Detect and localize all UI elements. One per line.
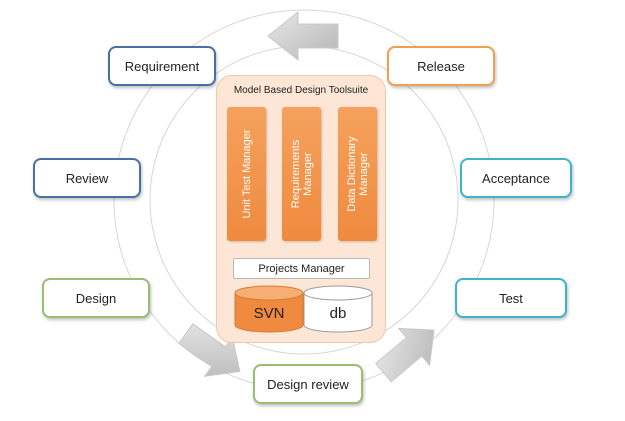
requirements-manager-label: Requirements Manager	[289, 139, 314, 209]
test-label: Test	[499, 290, 523, 306]
db-repository: db	[303, 285, 373, 333]
projects-manager: Projects Manager	[233, 258, 370, 279]
arrow-down-right-icon	[178, 323, 241, 377]
unit-test-manager-tool: Unit Test Manager	[227, 107, 266, 241]
acceptance-label: Acceptance	[482, 170, 550, 186]
acceptance-stage: Acceptance	[460, 158, 572, 198]
db-label: db	[329, 305, 347, 322]
review-stage: Review	[33, 158, 141, 198]
arrow-left-icon	[267, 10, 339, 62]
db-cylinder-icon	[303, 285, 373, 333]
requirement-stage: Requirement	[108, 46, 216, 86]
design-review-stage: Design review	[253, 364, 363, 404]
data-dictionary-manager-tool: Data Dictionary Manager	[338, 107, 377, 241]
data-dictionary-manager-label: Data Dictionary Manager	[345, 136, 370, 212]
release-stage: Release	[387, 46, 495, 86]
unit-test-manager-label: Unit Test Manager	[240, 129, 253, 219]
release-label: Release	[417, 58, 465, 74]
design-review-label: Design review	[267, 376, 349, 392]
toolsuite-title: Model Based Design Toolsuite	[233, 85, 369, 96]
arrow-up-right-icon	[375, 327, 435, 383]
projects-manager-label: Projects Manager	[258, 262, 345, 275]
svn-cylinder-icon	[234, 285, 304, 333]
requirements-manager-tool: Requirements Manager	[282, 107, 321, 241]
design-stage: Design	[42, 278, 150, 318]
design-label: Design	[75, 290, 117, 306]
requirement-label: Requirement	[124, 58, 200, 74]
toolsuite-panel: Model Based Design Toolsuite Unit Test M…	[216, 75, 386, 343]
test-stage: Test	[455, 278, 567, 318]
svn-label: SVN	[253, 305, 285, 322]
svn-repository: SVN	[234, 285, 304, 333]
review-label: Review	[65, 170, 109, 186]
